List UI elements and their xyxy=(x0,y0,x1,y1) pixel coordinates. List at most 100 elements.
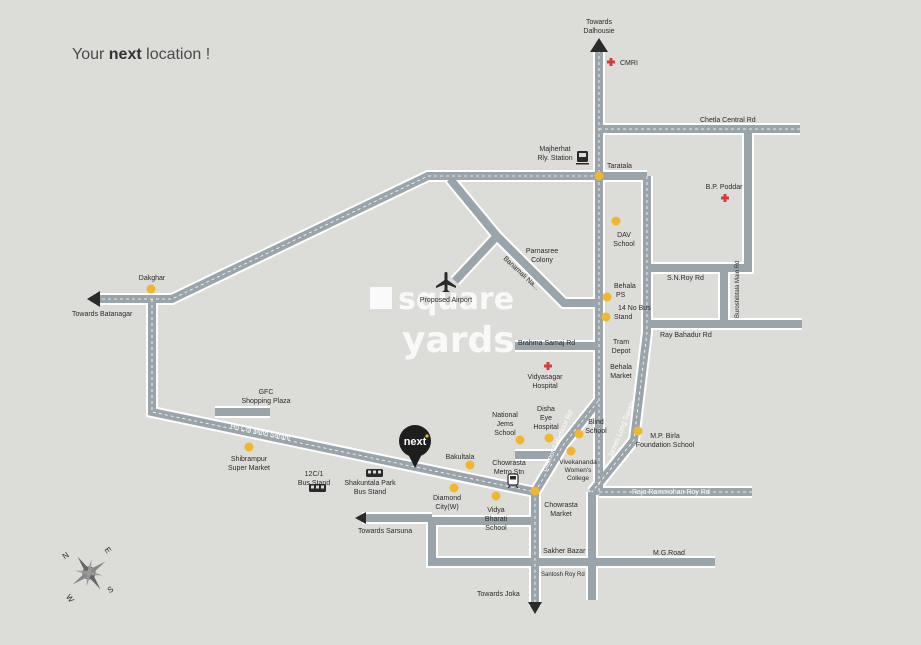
place-chowrasta-market-line1: Chowrasta xyxy=(544,502,578,509)
direction-sarsuna: Towards Sarsuna xyxy=(358,528,412,535)
marker-label: next xyxy=(404,436,427,448)
road-label-mg: M.G.Road xyxy=(653,550,685,557)
poi-dot-shibrampur xyxy=(244,442,254,452)
place-shibrampur-line1: Shibrampur xyxy=(231,456,268,463)
poi-dot-vivekananda xyxy=(566,446,576,456)
place-airport: Proposed Airport xyxy=(420,297,472,304)
place-bus14-line2: Stand xyxy=(614,314,632,321)
poi-dot-dakghar xyxy=(146,284,156,294)
poi-dot-dav xyxy=(611,216,621,226)
place-vidya-bharati-line3: School xyxy=(485,525,507,532)
arrow-left-icon xyxy=(355,512,366,524)
place-shakuntala-line1: Shakuntala Park xyxy=(344,480,396,487)
place-bp-poddar: B.P. Poddar xyxy=(706,184,744,191)
place-chowrasta-metro-line1: Chowrasta xyxy=(492,460,526,467)
place-bakultala: Bakultala xyxy=(446,454,475,461)
place-disha-line1: Disha xyxy=(537,406,555,413)
place-bus14-line1: 14 No Bus xyxy=(618,305,651,312)
poi-dot-vidya-bharati xyxy=(491,491,501,501)
place-chowrasta-market-line2: Market xyxy=(550,511,571,518)
road-label-brahma-samaj: Brahma Samaj Rd xyxy=(518,340,575,347)
location-marker: next xyxy=(399,425,431,468)
watermark-line2: yards xyxy=(402,320,515,361)
place-disha-line3: Hospital xyxy=(533,424,559,431)
hospital-cross-icon xyxy=(721,194,729,202)
poi-dot-bakultala xyxy=(465,460,475,470)
direction-batanagar: Towards Batanagar xyxy=(72,311,133,318)
place-diamond-city-line1: Diamond xyxy=(433,495,461,502)
place-vivekananda-line3: College xyxy=(567,475,589,482)
place-behala-market-line1: Behala xyxy=(610,364,632,371)
poi-dot-national-jems xyxy=(515,435,525,445)
road-label-buroshibtala-line1: Buroshibtala Main Rd xyxy=(735,261,741,318)
place-blind-line2: School xyxy=(585,428,607,435)
hospital-cross-icon xyxy=(544,362,552,370)
train-station-icon xyxy=(576,151,589,165)
place-disha-line2: Eye xyxy=(540,415,552,422)
road-label-chetla: Chetla Central Rd xyxy=(700,117,756,124)
place-tram-line1: Tram xyxy=(613,339,629,346)
direction-dalhousie-line1: Towards xyxy=(586,19,613,26)
poi-dot-taratala xyxy=(594,171,604,181)
road-label-ray-bahadur: Ray Bahadur Rd xyxy=(660,332,712,339)
arrow-up-icon xyxy=(590,38,608,52)
place-national-jems-line1: National xyxy=(492,412,518,419)
place-mp-birla-line1: M.P. Birla xyxy=(650,433,680,440)
metro-station-icon xyxy=(507,473,519,489)
watermark-line1: square xyxy=(398,282,514,317)
compass-s: S xyxy=(106,585,116,595)
place-behala-ps-line2: PS xyxy=(616,292,626,299)
direction-arrows xyxy=(87,38,608,614)
place-vidya-bharati-line1: Vidya xyxy=(487,507,504,514)
compass-icon xyxy=(72,556,106,590)
place-diamond-city-line2: City(W) xyxy=(435,504,458,511)
place-gfc-line1: GFC xyxy=(259,389,274,396)
place-vidyasagar-line1: Vidyasagar xyxy=(528,374,564,381)
place-gfc-line2: Shopping Plaza xyxy=(241,398,290,405)
place-mp-birla-line2: Foundation School xyxy=(636,442,695,449)
direction-dalhousie-line2: Dalhousie xyxy=(583,28,614,35)
poi-dot-chowrasta xyxy=(530,486,540,496)
watermark-logo-icon xyxy=(370,287,392,309)
place-shakuntala-line2: Bus Stand xyxy=(354,489,386,496)
place-bus12c-line2: Bus Stand xyxy=(298,480,330,487)
arrow-left-icon xyxy=(87,291,100,307)
place-vidyasagar-line2: Hospital xyxy=(532,383,558,390)
bus-icon xyxy=(309,484,326,492)
place-chowrasta-metro-line2: Metro Stn xyxy=(494,469,524,476)
place-tram-line2: Depot xyxy=(612,348,631,355)
airplane-icon xyxy=(436,272,456,292)
poi-dot-diamond-city xyxy=(449,483,459,493)
place-majherhat-line2: Rly. Station xyxy=(537,155,572,162)
compass-w: W xyxy=(64,593,76,605)
hospital-cross-icon xyxy=(607,58,615,66)
place-sakher-bazar: Sakher Bazar xyxy=(543,548,586,555)
poi-dot-behala-ps xyxy=(602,292,612,302)
place-majherhat-line1: Majherhat xyxy=(539,146,570,153)
place-shibrampur-line2: Super Market xyxy=(228,465,270,472)
poi-dot-mp-birla xyxy=(633,426,643,436)
place-vidya-bharati-line2: Bharati xyxy=(485,516,508,523)
place-vivekananda-line2: Women's xyxy=(565,467,593,474)
road-label-sn-roy: S.N.Roy Rd xyxy=(667,275,704,282)
place-taratala: Taratala xyxy=(607,163,632,170)
place-dav-line1: DAV xyxy=(617,232,631,239)
place-behala-market-line2: Market xyxy=(610,373,631,380)
place-parnasree-line1: Parnasree xyxy=(526,248,558,255)
poi-dots xyxy=(146,171,643,501)
place-dav-line2: School xyxy=(613,241,635,248)
compass-n: N xyxy=(61,550,71,561)
arrow-down-icon xyxy=(528,602,542,614)
place-blind-line1: Blind xyxy=(588,419,604,426)
place-parnasree-line2: Colony xyxy=(531,257,553,264)
watermark: square yards xyxy=(370,282,515,361)
place-cmri: CMRI xyxy=(620,60,638,67)
poi-dot-blind-school xyxy=(574,429,584,439)
place-bus12c-line1: 12C/1 xyxy=(305,471,324,478)
hospital-markers xyxy=(544,58,729,370)
poi-dot-bus14 xyxy=(601,312,611,322)
place-behala-ps-line1: Behala xyxy=(614,283,636,290)
road-label-santosh-roy: Santosh Roy Rd xyxy=(541,572,585,578)
